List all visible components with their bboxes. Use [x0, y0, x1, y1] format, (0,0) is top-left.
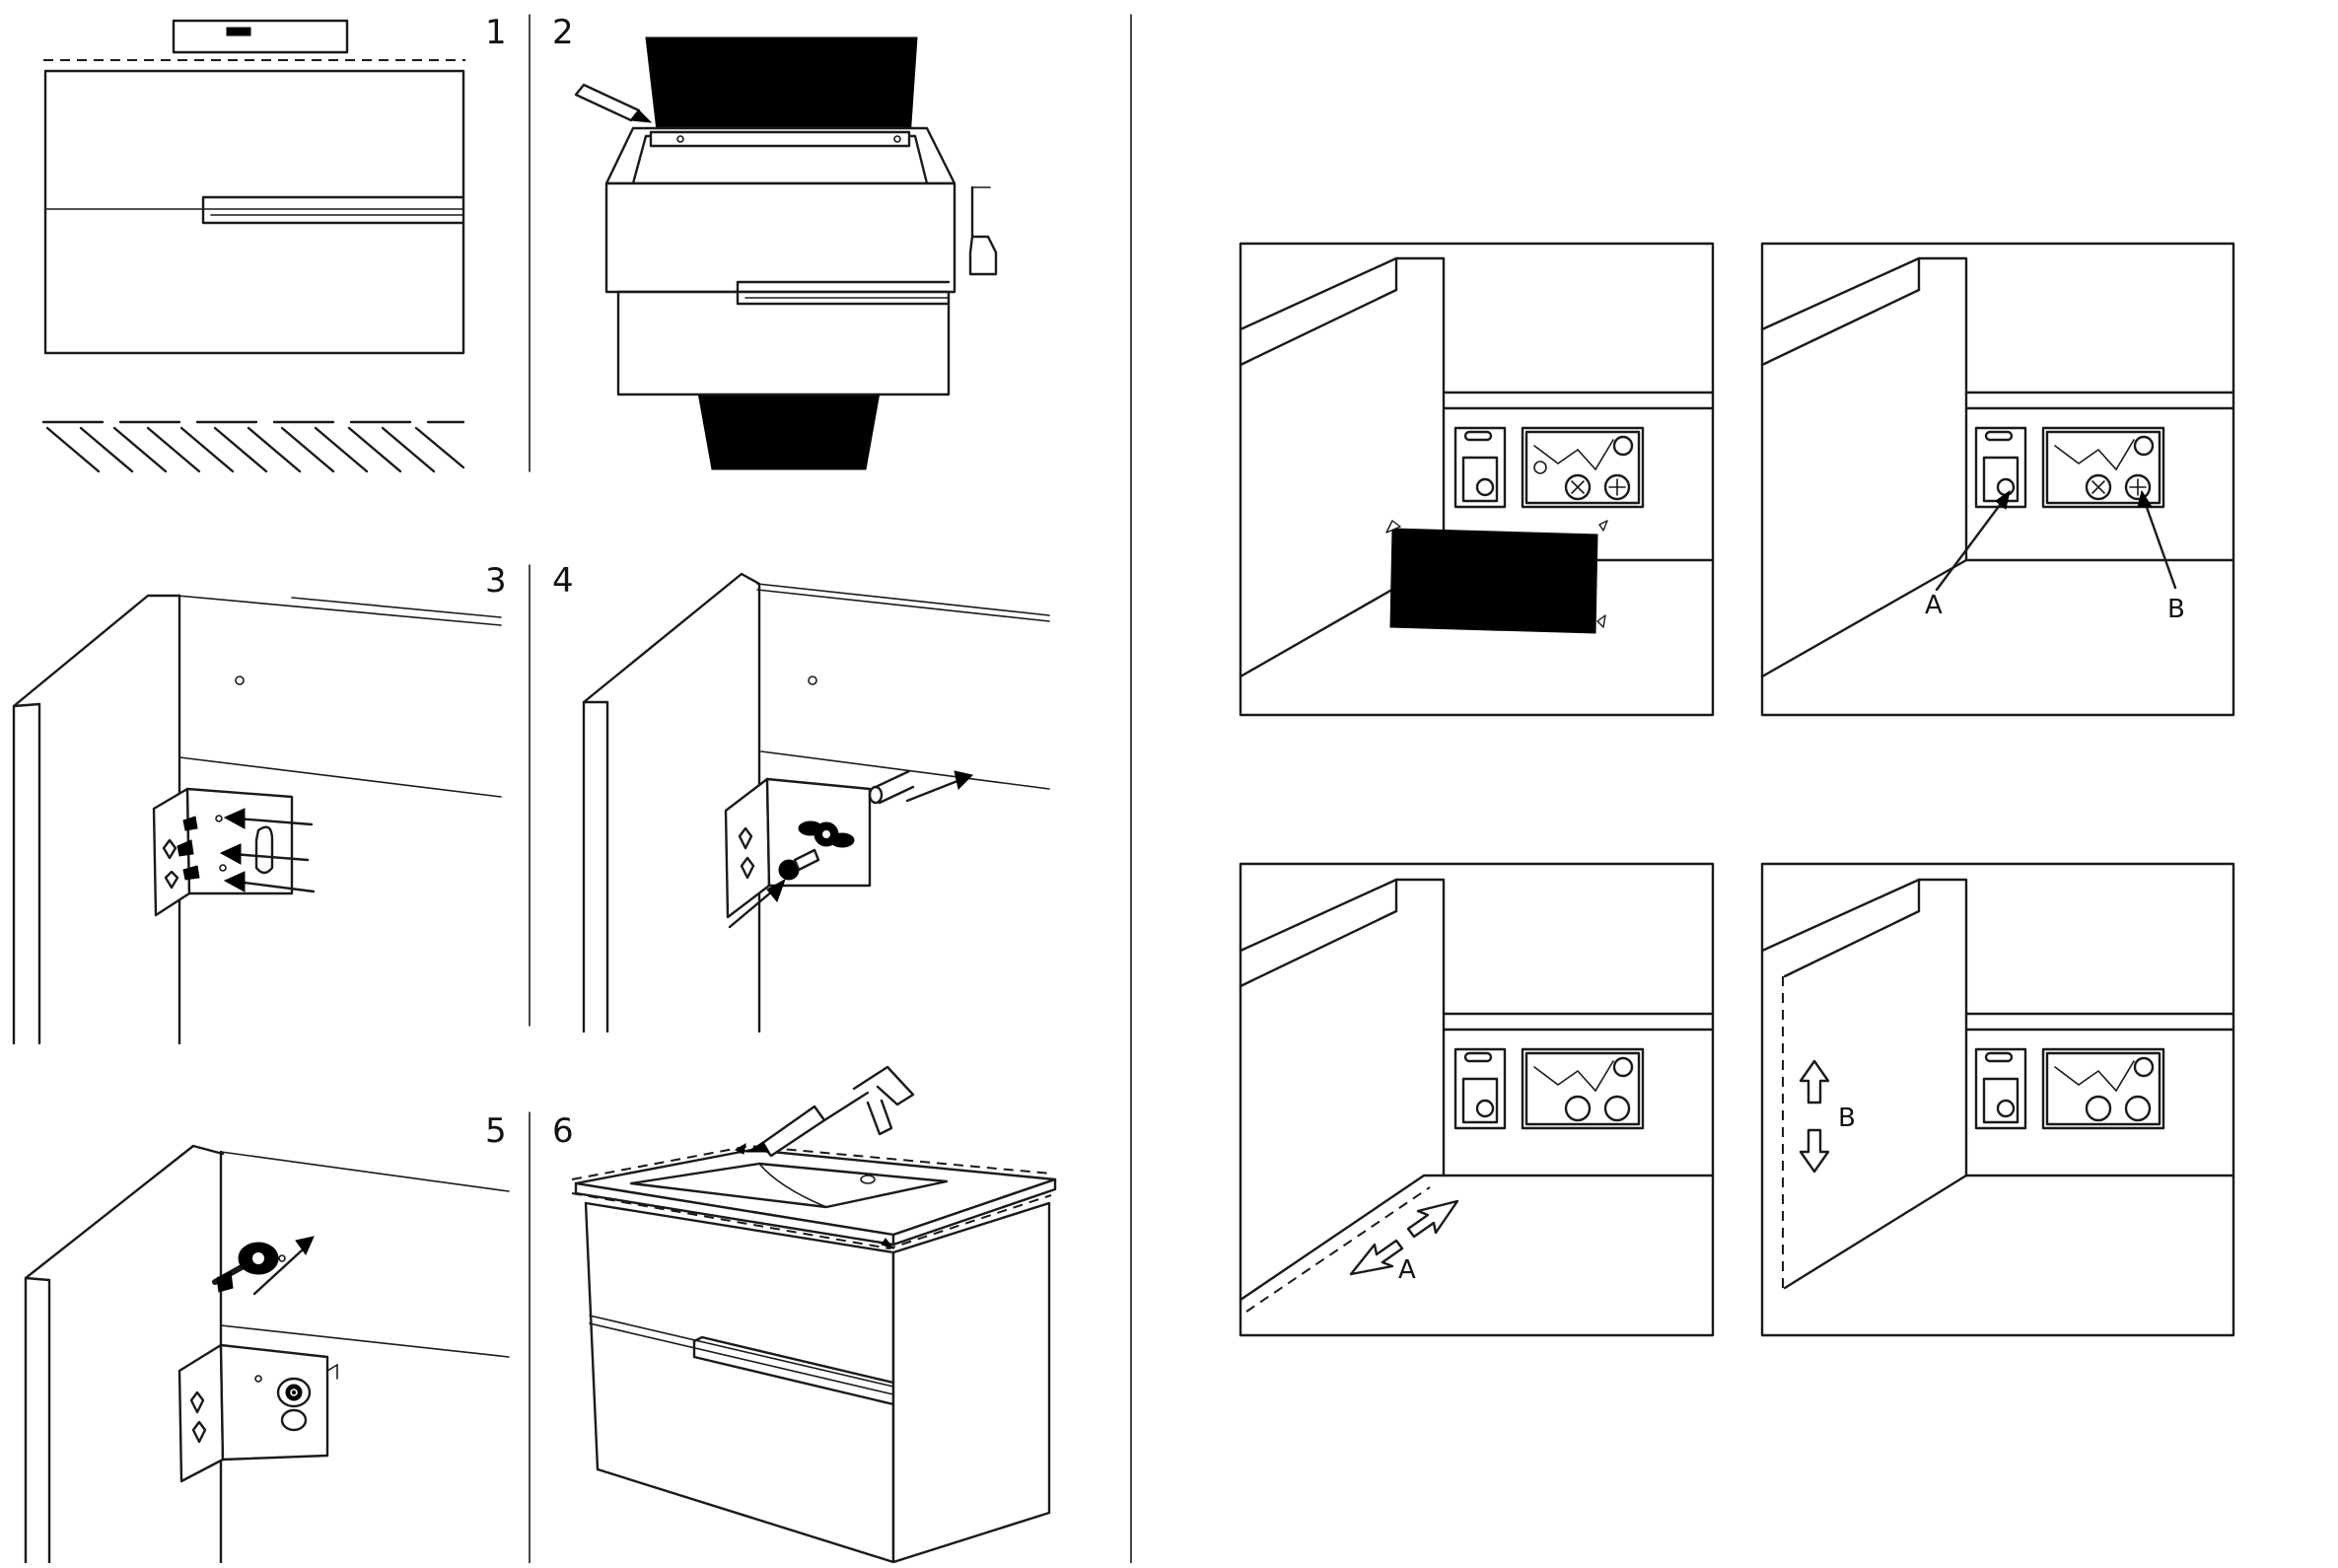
label-b: B: [2167, 595, 2185, 624]
wing-nut-icon: [212, 1242, 279, 1293]
adjust-screw-b-icon: [2124, 473, 2152, 501]
hanging-fitting: [1453, 1047, 1645, 1130]
adjustment-panel-b: A B: [1760, 242, 2235, 717]
screw-icon: [177, 816, 200, 881]
wing-nut-icon: [798, 820, 855, 848]
step-6-illustration: [571, 1065, 1057, 1564]
label-a: A: [1925, 591, 1943, 620]
label-a: A: [1398, 1255, 1416, 1285]
step-number-4: 4: [552, 561, 574, 601]
removed-cover-panel: [1389, 528, 1598, 634]
adjustment-panel-a: [1239, 242, 1715, 717]
label-b: B: [1838, 1104, 1856, 1133]
step-number-2: 2: [552, 13, 574, 52]
step-number-1: 1: [485, 13, 507, 52]
silicone-gun-icon: [745, 1065, 915, 1158]
step-2-illustration: [574, 36, 998, 470]
wall-shadow-bottom: [697, 392, 881, 470]
floor-hatch: [45, 426, 465, 473]
hanging-fitting: [1974, 426, 2165, 509]
adjustment-panel-d: B: [1760, 862, 2235, 1337]
step-4-illustration: [582, 572, 1050, 1033]
step-number-3: 3: [485, 561, 507, 601]
pencil-icon: [574, 83, 653, 123]
hanging-fitting: [1453, 426, 1645, 509]
step-5-illustration: [24, 1144, 510, 1568]
cabinet-body: [604, 181, 956, 294]
step-number-5: 5: [485, 1111, 507, 1151]
step-number-6: 6: [552, 1111, 574, 1151]
bolt-icon: [868, 769, 915, 805]
cabinet-front: [43, 69, 465, 355]
cabinet-body: [584, 1201, 895, 1564]
step-3-illustration: [12, 594, 502, 1045]
hanging-fitting: [1974, 1047, 2165, 1130]
adjustment-panel-c: A: [1239, 862, 1715, 1337]
adjust-screw-icon: [1475, 477, 1495, 497]
step-1-illustration: [41, 19, 465, 473]
spirit-level-icon: [172, 19, 349, 54]
depth-adjust-arrow-icon: [1349, 1199, 1459, 1276]
plumb-line-icon: [968, 185, 998, 276]
insert-arrow-icon: [219, 808, 316, 893]
height-adjust-arrow-icon: [1799, 1059, 1830, 1174]
